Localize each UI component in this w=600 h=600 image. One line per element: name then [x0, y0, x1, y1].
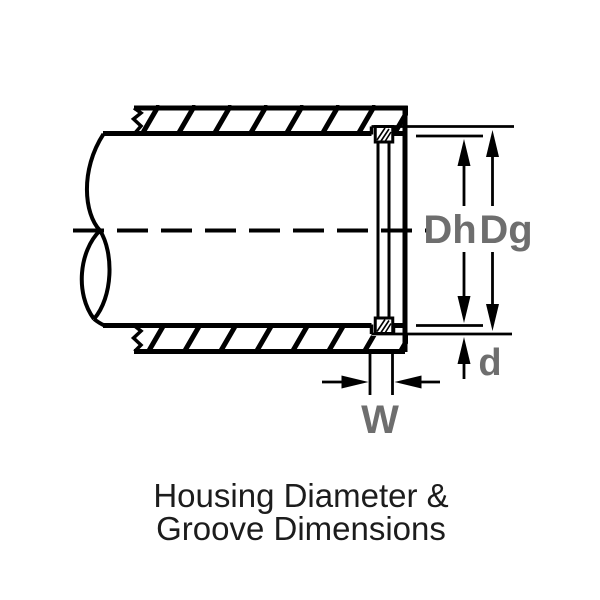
d-label: d — [478, 342, 501, 384]
bottom-wall-break-edge — [130, 324, 144, 353]
bottom-wall-hatching — [144, 324, 408, 354]
dg-label: Dg — [479, 208, 532, 252]
top-wall-hatching — [138, 105, 408, 136]
dg-top-arrowhead — [486, 130, 499, 157]
w-right-arrowhead — [394, 375, 422, 389]
ring-top-section-hatching — [376, 127, 392, 142]
caption: Housing Diameter & Groove Dimensions — [153, 477, 448, 547]
dimensions: Dh Dg d W — [322, 125, 533, 442]
w-left-arrowhead — [341, 375, 369, 389]
caption-line-2: Groove Dimensions — [156, 510, 446, 547]
d-dimension — [457, 337, 471, 379]
caption-line-1: Housing Diameter & — [153, 477, 448, 514]
dg-bottom-arrowhead — [486, 304, 499, 331]
cylindrical-break-curve — [79, 132, 112, 328]
dh-bottom-arrowhead — [457, 296, 471, 323]
w-dimension — [322, 354, 440, 395]
housing-cross-section — [79, 105, 408, 354]
ring-bottom-section-hatching — [376, 319, 392, 334]
w-label: W — [361, 398, 399, 442]
top-wall-break-edge — [130, 106, 144, 135]
dh-dimension — [457, 139, 471, 323]
dh-label: Dh — [423, 208, 476, 252]
d-arrowhead — [457, 337, 471, 364]
dg-dimension — [486, 130, 499, 331]
dh-top-arrowhead — [457, 139, 471, 166]
